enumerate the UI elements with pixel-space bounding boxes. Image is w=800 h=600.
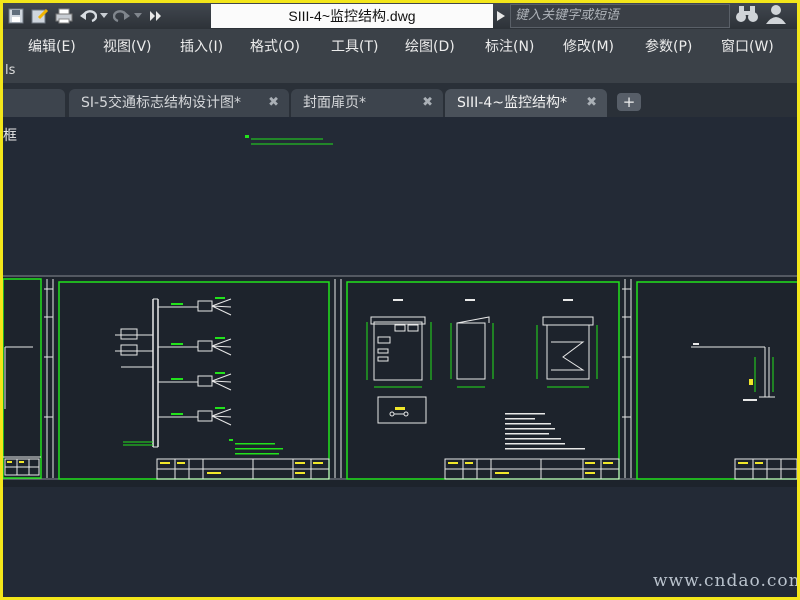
menu-parametric[interactable]: 参数(P) — [645, 39, 693, 55]
close-icon[interactable]: ✖ — [586, 95, 597, 110]
menu-modify[interactable]: 修改(M) — [563, 39, 615, 55]
save-as-icon[interactable] — [29, 5, 51, 27]
close-icon[interactable]: ✖ — [268, 95, 279, 110]
undo-dropdown-icon[interactable] — [99, 5, 109, 27]
menu-view[interactable]: 视图(V) — [103, 39, 152, 55]
menu-tools[interactable]: 工具(T) — [331, 39, 379, 55]
redo-dropdown-icon[interactable] — [133, 5, 143, 27]
undo-icon[interactable] — [77, 5, 99, 27]
app-window: SIII-4~监控结构.dwg 键入关键字或短语 编辑(E) 视图(V) 插入(… — [3, 3, 797, 597]
menu-format[interactable]: 格式(O) — [250, 39, 300, 55]
cad-drawing — [3, 135, 797, 487]
menu-dimension[interactable]: 标注(N) — [485, 39, 535, 55]
title-bar-icons — [735, 4, 787, 28]
document-title: SIII-4~监控结构.dwg — [211, 4, 493, 28]
toolbar-overflow-icon[interactable] — [145, 5, 167, 27]
save-icon[interactable] — [5, 5, 27, 27]
close-icon[interactable]: ✖ — [422, 95, 433, 110]
quick-access-toolbar — [3, 3, 167, 29]
canvas-partial-label: 框 — [3, 128, 17, 144]
tab-sign-structure[interactable]: SI-5交通标志结构设计图* ✖ — [69, 89, 289, 117]
search-input[interactable]: 键入关键字或短语 — [510, 4, 730, 28]
tab-hidden-left[interactable] — [3, 89, 65, 117]
menu-draw[interactable]: 绘图(D) — [405, 39, 455, 55]
binoculars-icon[interactable] — [735, 4, 759, 28]
menu-edit[interactable]: 编辑(E) — [28, 39, 76, 55]
title-bar: SIII-4~监控结构.dwg 键入关键字或短语 — [3, 3, 797, 29]
tab-label: SI-5交通标志结构设计图* — [81, 95, 241, 111]
menu-bar: 编辑(E) 视图(V) 插入(I) 格式(O) 工具(T) 绘图(D) 标注(N… — [3, 29, 797, 61]
sheet-1 — [3, 278, 54, 479]
drawing-canvas[interactable]: 框 — [3, 117, 797, 597]
print-icon[interactable] — [53, 5, 75, 27]
search-expand-icon[interactable] — [494, 6, 508, 26]
menu-insert[interactable]: 插入(I) — [180, 39, 224, 55]
toolbar-row: ls — [3, 61, 797, 83]
file-tabs: SI-5交通标志结构设计图* ✖ 封面扉页* ✖ SIII-4~监控结构* ✖ — [3, 83, 797, 117]
tab-cover-page[interactable]: 封面扉页* ✖ — [291, 89, 443, 117]
sheet-4 — [622, 279, 797, 480]
toolbar-partial-label: ls — [5, 63, 16, 78]
tab-label: SIII-4~监控结构* — [457, 95, 567, 111]
sheet-3 — [334, 279, 620, 480]
redo-icon[interactable] — [111, 5, 133, 27]
watermark-text: www.cndao.com — [653, 571, 797, 591]
sheet-2 — [58, 281, 330, 480]
top-green-mark — [245, 135, 333, 145]
user-icon[interactable] — [765, 4, 787, 28]
menu-window[interactable]: 窗口(W) — [721, 39, 774, 55]
tab-label: 封面扉页* — [303, 95, 366, 111]
tab-monitor-structure[interactable]: SIII-4~监控结构* ✖ — [445, 89, 607, 117]
new-tab-button[interactable]: + — [617, 93, 641, 111]
